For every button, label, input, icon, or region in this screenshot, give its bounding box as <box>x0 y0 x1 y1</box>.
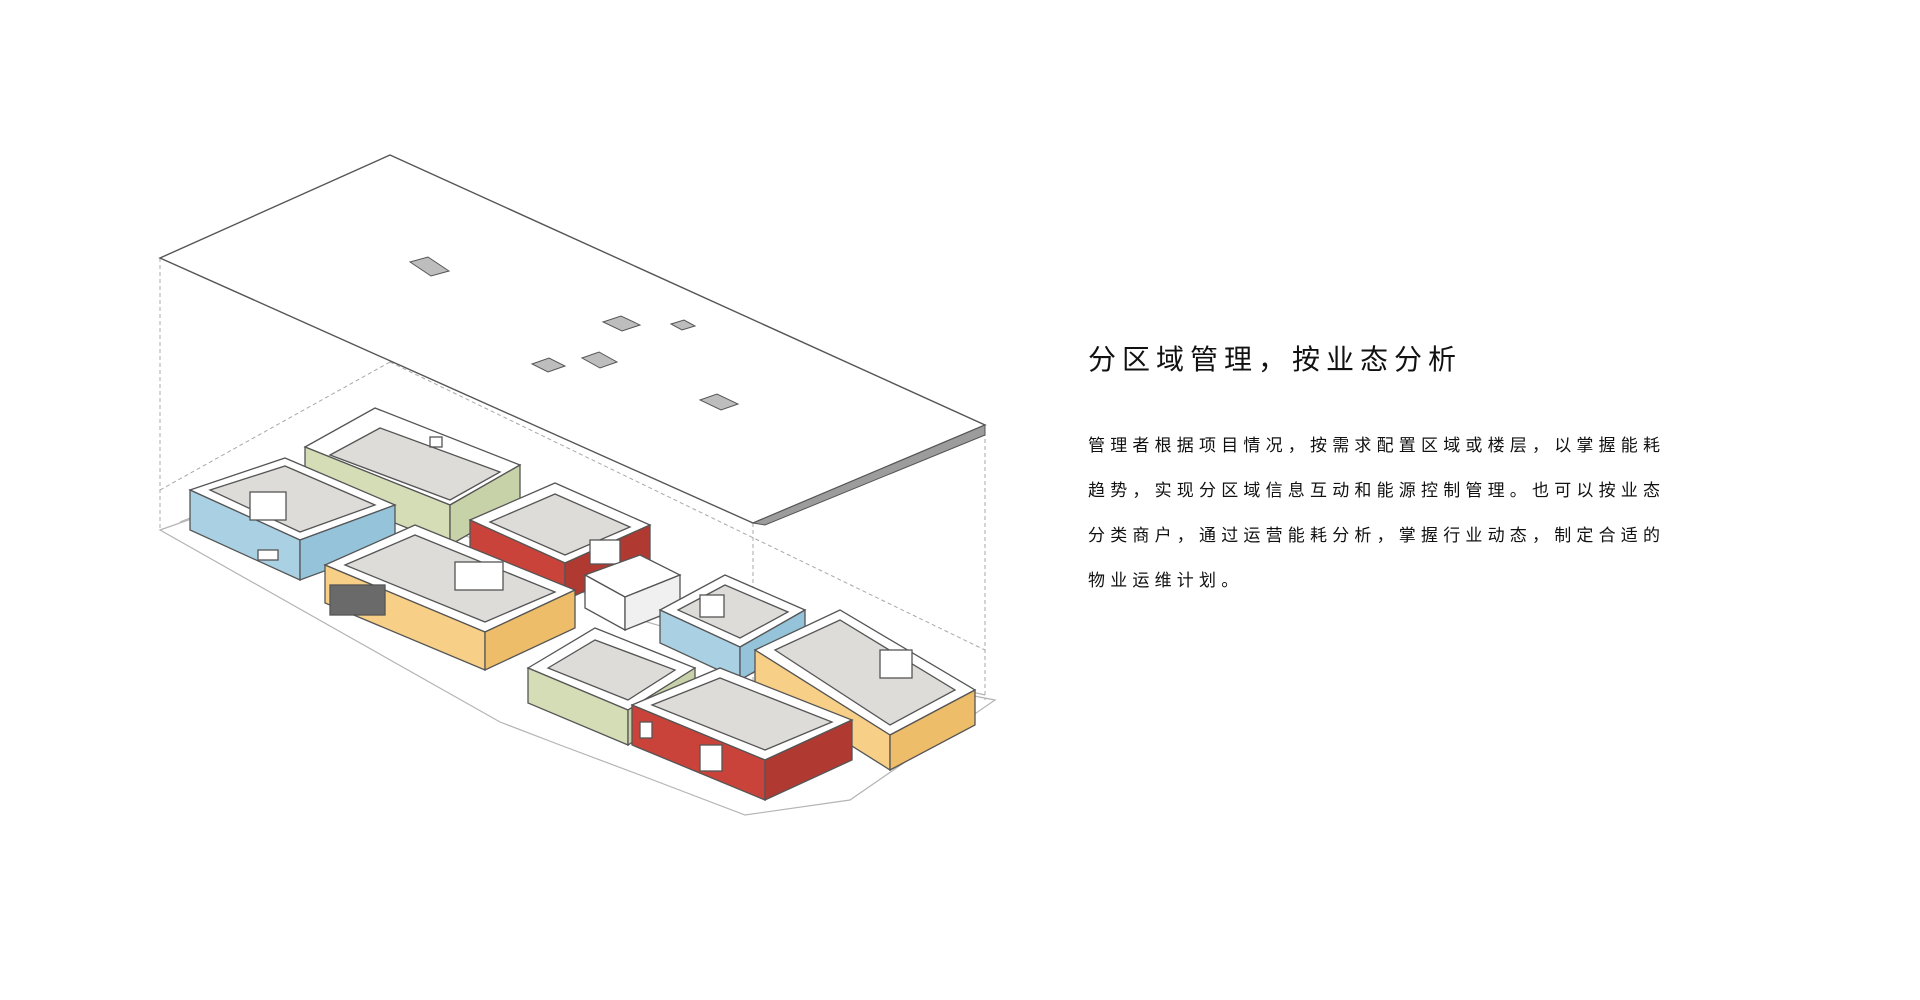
room-glass-corridor <box>583 554 682 632</box>
room-modules <box>188 407 977 802</box>
roof-slab <box>158 154 987 526</box>
room-red-front <box>630 667 854 802</box>
description-panel: 分区域管理，按业态分析 管理者根据项目情况，按需求配置区域或楼层，以掌握能耗 趋… <box>1088 340 1728 604</box>
section-title: 分区域管理，按业态分析 <box>1088 343 1463 376</box>
room-green-back <box>303 407 522 547</box>
room-blue-right <box>658 574 807 682</box>
isometric-building-diagram <box>150 140 1000 820</box>
room-yellow-center <box>323 524 577 672</box>
description-line: 管理者根据项目情况，按需求配置区域或楼层，以掌握能耗 <box>1088 436 1666 456</box>
description-line: 物业运维计划。 <box>1088 571 1244 591</box>
description-line: 趋势，实现分区域信息互动和能源控制管理。也可以按业态 <box>1088 481 1666 501</box>
description-body: 管理者根据项目情况，按需求配置区域或楼层，以掌握能耗 趋势，实现分区域信息互动和… <box>1088 424 1728 604</box>
building-axonometric-svg <box>158 154 997 816</box>
roof-skylights <box>408 256 740 411</box>
description-line: 分类商户，通过运营能耗分析，掌握行业动态，制定合适的 <box>1088 526 1666 546</box>
room-blue-left <box>188 457 397 582</box>
